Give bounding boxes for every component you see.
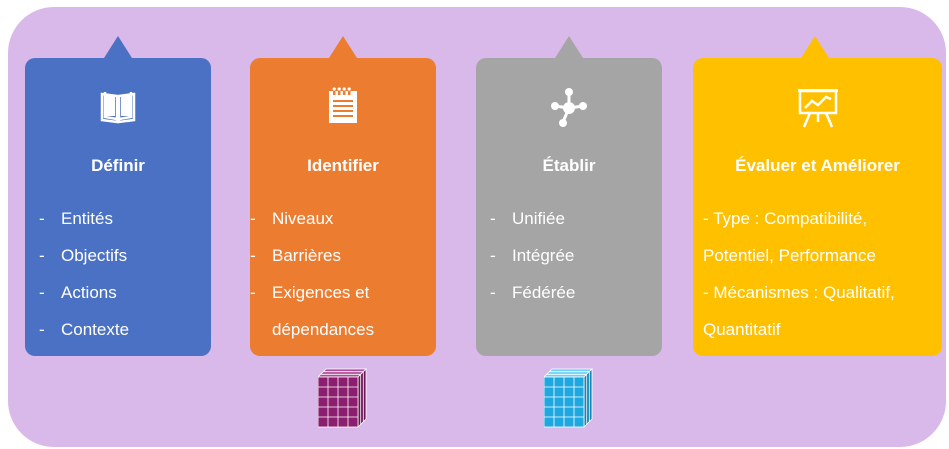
card-title: Évaluer et Améliorer [735,156,900,175]
list-item: dépendances [272,320,375,339]
card-pointer [104,36,132,58]
text-line: Quantitatif [703,320,781,339]
card-identifier: Identifier -Niveaux -Barrières -Exigence… [250,36,436,356]
presentation-chart-icon [693,86,942,130]
purple-cube-stack-icon [317,367,368,434]
card-pointer [801,36,829,58]
network-icon [476,86,662,130]
list-item: -Objectifs [39,246,128,265]
card-evaluer-ameliorer: Évaluer et Améliorer - Type : Compatibil… [693,36,942,356]
list-item: -Entités [39,209,113,228]
card-text: - Type : Compatibilité, Potentiel, Perfo… [703,200,936,348]
blue-cube-stack-icon [543,367,594,434]
open-book-icon [25,86,211,126]
text-line: Potentiel, Performance [703,246,876,265]
notepad-icon [250,86,436,126]
card-title: Identifier [307,156,379,175]
list-item: -Exigences et [250,283,370,302]
card-etablir: Établir -Unifiée -Intégrée -Fédérée [476,36,662,356]
list-item: -Contexte [39,320,130,339]
card-title: Établir [542,156,596,175]
card-title: Définir [91,156,145,175]
card-pointer [555,36,583,58]
card-definir: Définir -Entités -Objectifs -Actions -Co… [25,36,211,356]
list-item: -Unifiée [490,209,565,228]
list-item: -Fédérée [490,283,576,302]
text-line: - Type : Compatibilité, [703,209,868,228]
list-item: -Actions [39,283,117,302]
card-pointer [329,36,357,58]
card-list: -Niveaux -Barrières -Exigences et dépend… [250,200,426,348]
list-item: -Intégrée [490,246,575,265]
text-line: - Mécanismes : Qualitatif, [703,283,895,302]
card-list: -Entités -Objectifs -Actions -Contexte [39,200,201,348]
card-list: -Unifiée -Intégrée -Fédérée [490,200,652,311]
list-item: -Barrières [250,246,341,265]
list-item: -Niveaux [250,209,334,228]
